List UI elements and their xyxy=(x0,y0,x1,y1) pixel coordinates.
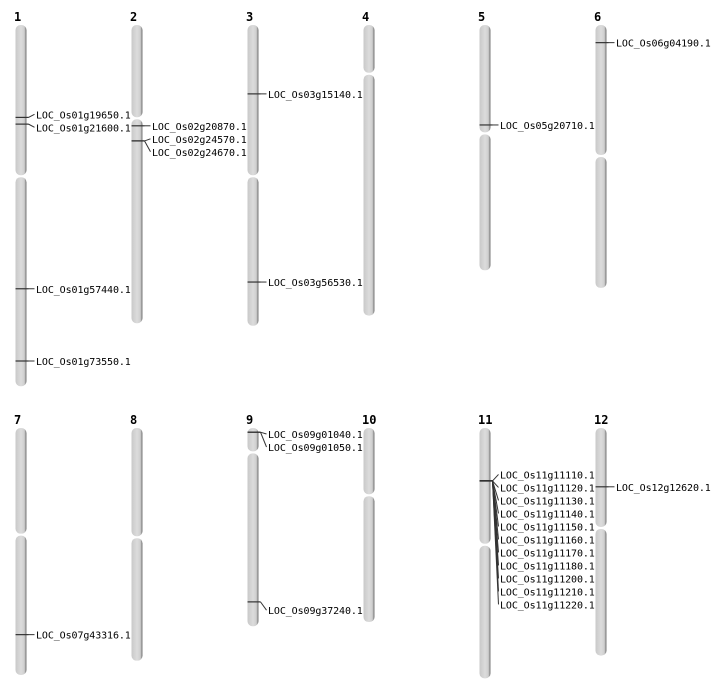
chromosome-long-arm xyxy=(247,453,259,627)
gene-label: LOC_Os03g15140.1 xyxy=(268,90,363,101)
chromosome-12 xyxy=(595,428,615,656)
chromosome-short-arm xyxy=(15,428,27,534)
chromosome-long-arm xyxy=(363,496,375,623)
gene-label: LOC_Os01g19650.1 xyxy=(36,110,131,121)
chromosome-short-arm xyxy=(595,428,607,527)
gene-label: LOC_Os07g43316.1 xyxy=(36,631,131,642)
gene-marker xyxy=(247,431,267,448)
chromosome-short-arm xyxy=(479,25,491,133)
gene-label: LOC_Os02g24570.1 xyxy=(152,135,247,146)
marker-connector xyxy=(492,480,499,488)
gene-label: LOC_Os06g04190.1 xyxy=(616,39,711,50)
gene-label: LOC_Os02g24670.1 xyxy=(152,148,247,159)
chromosome-number: 8 xyxy=(130,413,137,427)
chromosome-number: 10 xyxy=(362,413,376,427)
chromosome-1 xyxy=(15,25,35,387)
gene-label: LOC_Os11g11180.1 xyxy=(500,561,595,572)
marker-connector xyxy=(492,474,499,482)
gene-label: LOC_Os09g01050.1 xyxy=(268,443,363,454)
chromosome-short-arm xyxy=(131,428,143,537)
gene-label: LOC_Os11g11140.1 xyxy=(500,509,595,520)
chromosome-short-arm xyxy=(15,25,27,176)
chromosome-short-arm xyxy=(247,25,259,176)
chromosome-11 xyxy=(479,428,499,679)
gene-label: LOC_Os11g11110.1 xyxy=(500,470,595,481)
gene-label: LOC_Os01g73550.1 xyxy=(36,357,131,368)
chromosome-2 xyxy=(131,25,151,324)
chromosome-number: 12 xyxy=(594,413,608,427)
chromosome-number: 6 xyxy=(594,10,601,24)
chromosome-9 xyxy=(247,428,267,627)
chromosome-number: 2 xyxy=(130,10,137,24)
chromosome-8 xyxy=(131,428,143,661)
gene-label: LOC_Os12g12620.1 xyxy=(616,483,711,494)
gene-marker xyxy=(247,601,267,611)
chromosome-7 xyxy=(15,428,35,675)
chromosome-6 xyxy=(595,25,615,288)
marker-connector xyxy=(28,123,35,128)
chromosome-number: 11 xyxy=(478,413,492,427)
chromosome-short-arm xyxy=(363,25,375,73)
gene-marker xyxy=(15,113,35,119)
gene-label: LOC_Os11g11160.1 xyxy=(500,535,595,546)
gene-label: LOC_Os02g20870.1 xyxy=(152,122,247,133)
marker-connector xyxy=(492,480,499,605)
gene-label: LOC_Os01g57440.1 xyxy=(36,285,131,296)
marker-connector xyxy=(260,601,267,611)
chromosome-number: 9 xyxy=(246,413,253,427)
chromosome-long-arm xyxy=(247,177,259,326)
chromosome-long-arm xyxy=(15,177,27,387)
gene-marker xyxy=(479,480,499,605)
chromosome-short-arm xyxy=(363,428,375,495)
label-layer: 1LOC_Os01g19650.1LOC_Os01g21600.1LOC_Os0… xyxy=(14,10,711,642)
chromosome-long-arm xyxy=(15,535,27,675)
chromosome-short-arm xyxy=(479,428,491,544)
gene-label: LOC_Os01g21600.1 xyxy=(36,123,131,134)
chromosome-short-arm xyxy=(595,25,607,156)
chromosome-number: 1 xyxy=(14,10,21,24)
gene-label: LOC_Os03g56530.1 xyxy=(268,278,363,289)
gene-label: LOC_Os05g20710.1 xyxy=(500,121,595,132)
chromosome-number: 7 xyxy=(14,413,21,427)
chromosome-5 xyxy=(479,25,499,271)
chromosome-long-arm xyxy=(479,134,491,271)
chromosome-number: 4 xyxy=(362,10,369,24)
gene-label: LOC_Os11g11170.1 xyxy=(500,548,595,559)
chromosome-short-arm xyxy=(247,428,259,452)
marker-connector xyxy=(260,431,267,435)
gene-label: LOC_Os11g11210.1 xyxy=(500,587,595,598)
gene-label: LOC_Os11g11220.1 xyxy=(500,600,595,611)
chromosome-long-arm xyxy=(595,528,607,656)
gene-label: LOC_Os11g11130.1 xyxy=(500,496,595,507)
chromosome-number: 3 xyxy=(246,10,253,24)
chromosome-layer xyxy=(15,25,615,679)
chromosome-number: 5 xyxy=(478,10,485,24)
gene-label: LOC_Os11g11120.1 xyxy=(500,483,595,494)
chromosome-long-arm xyxy=(479,545,491,679)
chromosome-4 xyxy=(363,25,375,316)
chromosome-short-arm xyxy=(131,25,143,118)
gene-marker xyxy=(131,140,151,153)
gene-label: LOC_Os11g11150.1 xyxy=(500,522,595,533)
gene-label: LOC_Os11g11200.1 xyxy=(500,574,595,585)
chromosome-long-arm xyxy=(131,119,143,324)
marker-connector xyxy=(144,138,151,142)
gene-marker xyxy=(15,123,35,128)
chromosome-long-arm xyxy=(131,538,143,661)
chromosome-long-arm xyxy=(363,74,375,316)
gene-label: LOC_Os09g37240.1 xyxy=(268,606,363,617)
marker-connector xyxy=(28,113,35,118)
chromosome-3 xyxy=(247,25,267,326)
marker-connector xyxy=(260,432,267,448)
gene-label: LOC_Os09g01040.1 xyxy=(268,430,363,441)
chromosome-long-arm xyxy=(595,157,607,288)
marker-connector xyxy=(144,140,151,153)
chromosome-10 xyxy=(363,428,375,623)
